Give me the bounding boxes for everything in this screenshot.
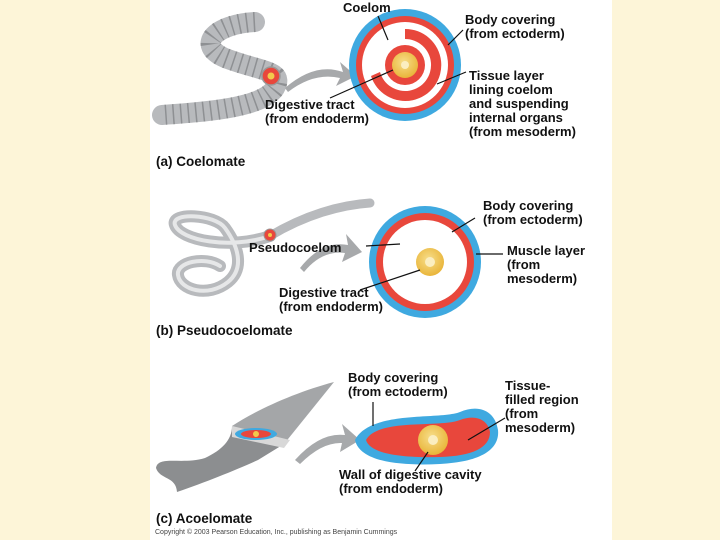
pseudocoelomate-roundworm: [168, 198, 375, 297]
label-muscle-layer: Muscle layer (from mesoderm): [507, 243, 586, 286]
label-a-tissue-layer: Tissue layer lining coelom and suspendin…: [469, 68, 576, 139]
caption-acoelomate: (c) Acoelomate: [156, 511, 253, 526]
label-tissue-filled-region: Tissue- filled region (from mesoderm): [505, 378, 579, 435]
coelomate-zoom-arrow: [285, 62, 356, 92]
label-b-body-covering: Body covering (from ectoderm): [483, 198, 583, 227]
acoelomate-flatworm: [156, 382, 334, 492]
pseudocoelomate-leader-lines: [359, 217, 503, 291]
acoelomate-cross-section: [355, 408, 499, 465]
label-a-digestive-tract: Digestive tract (from endoderm): [265, 97, 369, 126]
label-b-digestive-tract: Digestive tract (from endoderm): [279, 285, 383, 314]
label-pseudocoelom: Pseudocoelom: [249, 240, 342, 255]
label-c-body-covering: Body covering (from ectoderm): [348, 370, 448, 399]
acoelomate-leader-lines: [372, 402, 506, 472]
copyright-notice: Copyright © 2003 Pearson Education, Inc.…: [155, 529, 398, 536]
coelomate-cross-section: [349, 9, 461, 121]
coelomate-leader-lines: [329, 15, 467, 99]
caption-coelomate: (a) Coelomate: [156, 154, 246, 169]
coelomate-earthworm: [152, 12, 288, 125]
pseudocoelomate-zoom-arrow: [300, 234, 362, 272]
label-coelom: Coelom: [343, 0, 391, 15]
acoelomate-zoom-arrow: [295, 424, 360, 464]
label-a-body-covering: Body covering (from ectoderm): [465, 12, 565, 41]
caption-pseudocoelomate: (b) Pseudocoelomate: [156, 323, 293, 338]
label-digestive-cavity-wall: Wall of digestive cavity (from endoderm): [339, 467, 482, 496]
pseudocoelomate-cross-section: [369, 206, 481, 318]
